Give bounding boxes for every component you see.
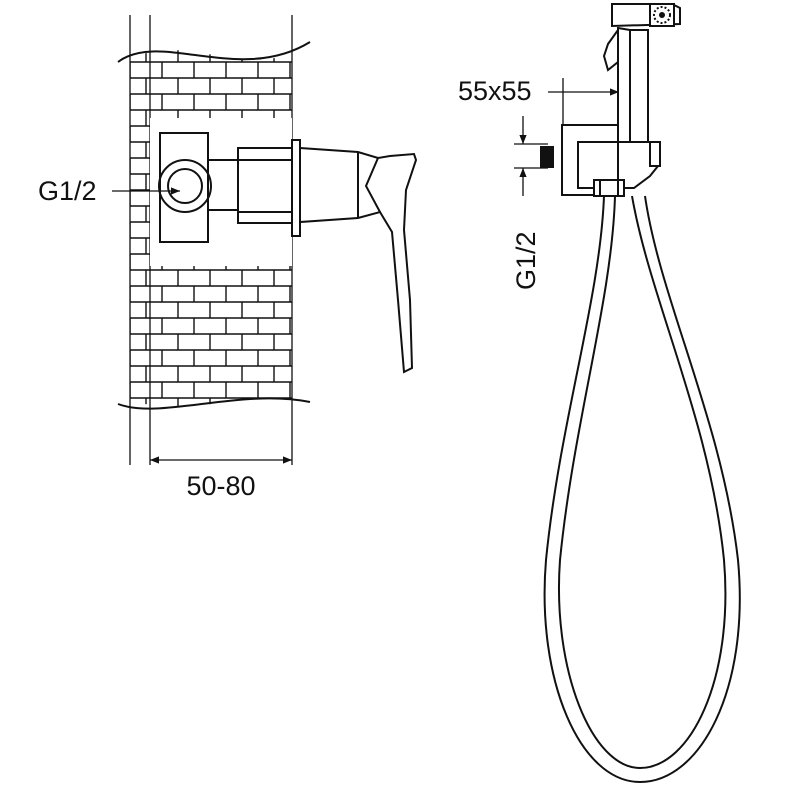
break-line-top xyxy=(117,41,311,63)
dimension-inlet-left: G1/2 xyxy=(38,176,180,206)
sprayer-trigger xyxy=(602,26,619,72)
hand-sprayer xyxy=(602,3,681,143)
wall-bracket xyxy=(540,124,661,197)
dimension-bracket: 55x55 xyxy=(458,76,620,125)
label-bracket-size: 55x55 xyxy=(458,76,532,106)
break-line-bottom xyxy=(117,397,311,410)
threaded-inlet xyxy=(540,146,554,168)
dimension-wall-thickness: 50-80 xyxy=(150,456,292,501)
lever-handle xyxy=(299,146,418,374)
wall-section xyxy=(117,15,311,465)
dimension-inlet-right: G1/2 xyxy=(511,116,548,290)
concealed-mixer-body xyxy=(158,132,418,374)
inlet-circle xyxy=(158,159,212,213)
label-wall-thickness: 50-80 xyxy=(186,471,255,501)
label-inlet-right: G1/2 xyxy=(511,231,541,290)
flexible-hose xyxy=(543,195,741,784)
label-inlet-left: G1/2 xyxy=(38,176,97,206)
